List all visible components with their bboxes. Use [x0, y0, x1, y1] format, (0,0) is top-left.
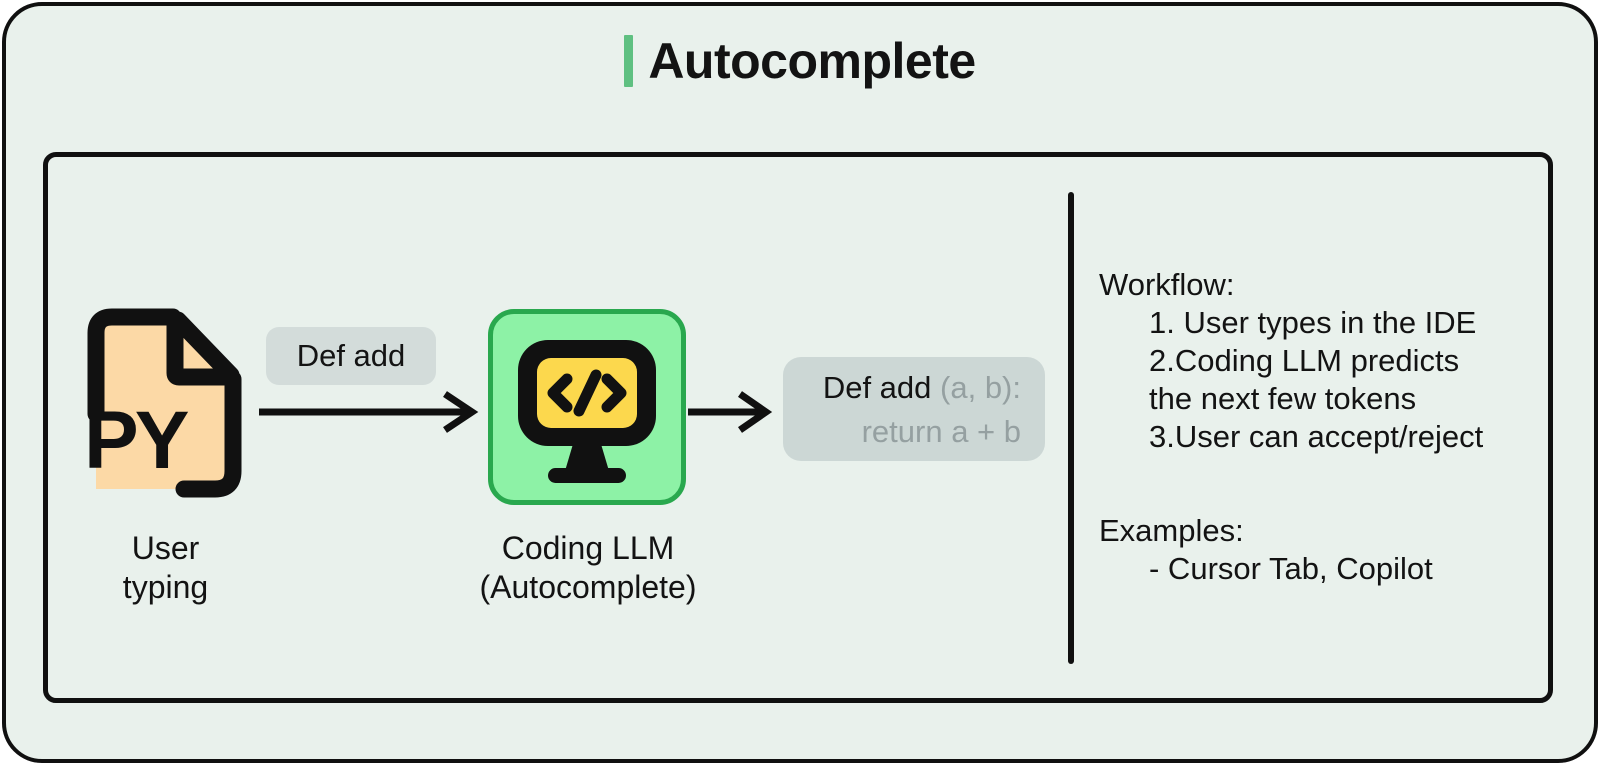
vertical-divider — [1068, 192, 1074, 664]
completion-line-1: Def add (a, b): — [783, 366, 1021, 410]
page-title: Autocomplete — [648, 33, 976, 89]
workflow-step: 1. User types in the IDE — [1149, 305, 1477, 340]
arrow-user-to-llm — [259, 391, 479, 433]
workflow-steps: 1. User types in the IDE 2.Coding LLM pr… — [1099, 304, 1559, 456]
examples-heading: Examples: — [1099, 513, 1244, 548]
python-file-icon: PY — [84, 308, 242, 498]
workflow-heading: Workflow: — [1099, 267, 1235, 302]
notes-column: Workflow: 1. User types in the IDE 2.Cod… — [1099, 266, 1559, 588]
py-file-label: PY — [84, 395, 189, 486]
code-monitor-icon — [518, 340, 656, 483]
title-accent-bar — [624, 35, 634, 87]
completion-snippet: Def add (a, b): return a + b — [783, 357, 1045, 461]
arrow-llm-to-completion — [688, 391, 773, 433]
diagram-panel — [43, 152, 1553, 703]
example-item: - Cursor Tab, Copilot — [1149, 551, 1433, 586]
completion-suggested-args: (a, b): — [940, 370, 1021, 405]
typed-text-label: Def add — [296, 338, 406, 373]
user-node-caption: User typing — [122, 530, 209, 605]
workflow-step: 3.User can accept/reject — [1149, 419, 1484, 454]
completion-suggested-body: return a + b — [861, 414, 1021, 449]
completion-typed-text: Def add — [822, 370, 932, 405]
workflow-step: 2.Coding LLM predicts — [1149, 343, 1460, 378]
coding-llm-node — [488, 309, 686, 505]
examples-list: - Cursor Tab, Copilot — [1099, 550, 1559, 588]
typed-text-badge: Def add — [266, 327, 436, 385]
coding-llm-caption: Coding LLM (Autocomplete) — [479, 530, 697, 605]
title-row: Autocomplete — [0, 33, 1600, 89]
workflow-step: the next few tokens — [1149, 381, 1417, 416]
